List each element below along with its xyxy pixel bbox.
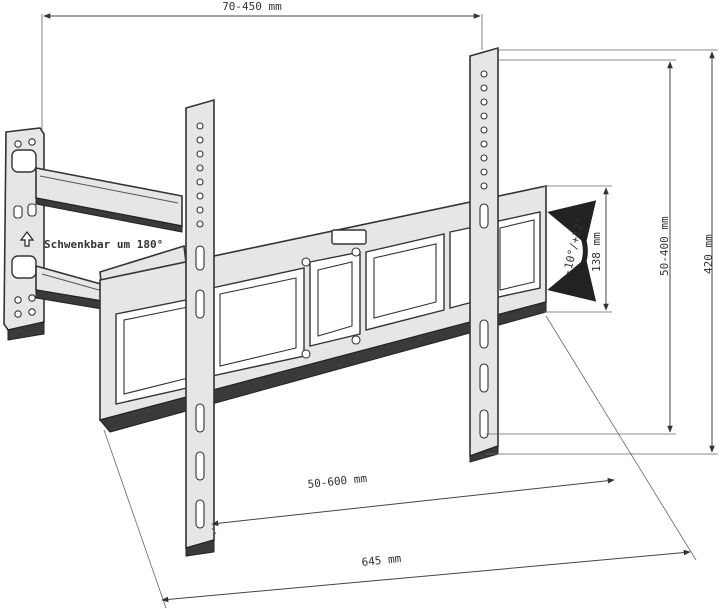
total-width-label: 645 mm [361,552,402,569]
total-height-label: 420 mm [702,234,715,274]
wall-plate [3,127,45,341]
vesa-horizontal-label: 50-600 mm [307,472,368,491]
vesa-vertical-dimension: 50-400 mm [486,59,676,435]
tilt-height-dimension: 138 mm [544,185,612,313]
frame-slot [309,251,361,347]
total-height-dimension: 420 mm [486,49,718,455]
up-arrow-icon [19,231,35,247]
arm-extension-label: 70-450 mm [222,0,282,13]
swivel-label: Schwenkbar um 180° [44,238,163,251]
articulating-arms [35,167,211,311]
vertical-bracket-left [185,98,215,557]
tilt-height-label: 138 mm [590,232,603,272]
arm-extension-dimension: 70-450 mm [41,0,483,130]
vesa-horizontal-dimension: 50-600 mm [211,472,615,535]
frame-slot [493,211,541,299]
total-width-dimension: 645 mm [103,315,697,609]
tilt-indicator: -10°/+12° [547,200,597,302]
frame-slot [365,233,445,331]
frame-slot [115,297,197,405]
vesa-vertical-label: 50-400 mm [658,216,671,276]
frame-slot [211,267,305,377]
lock-latch [331,229,367,245]
vertical-bracket-right [469,46,499,463]
